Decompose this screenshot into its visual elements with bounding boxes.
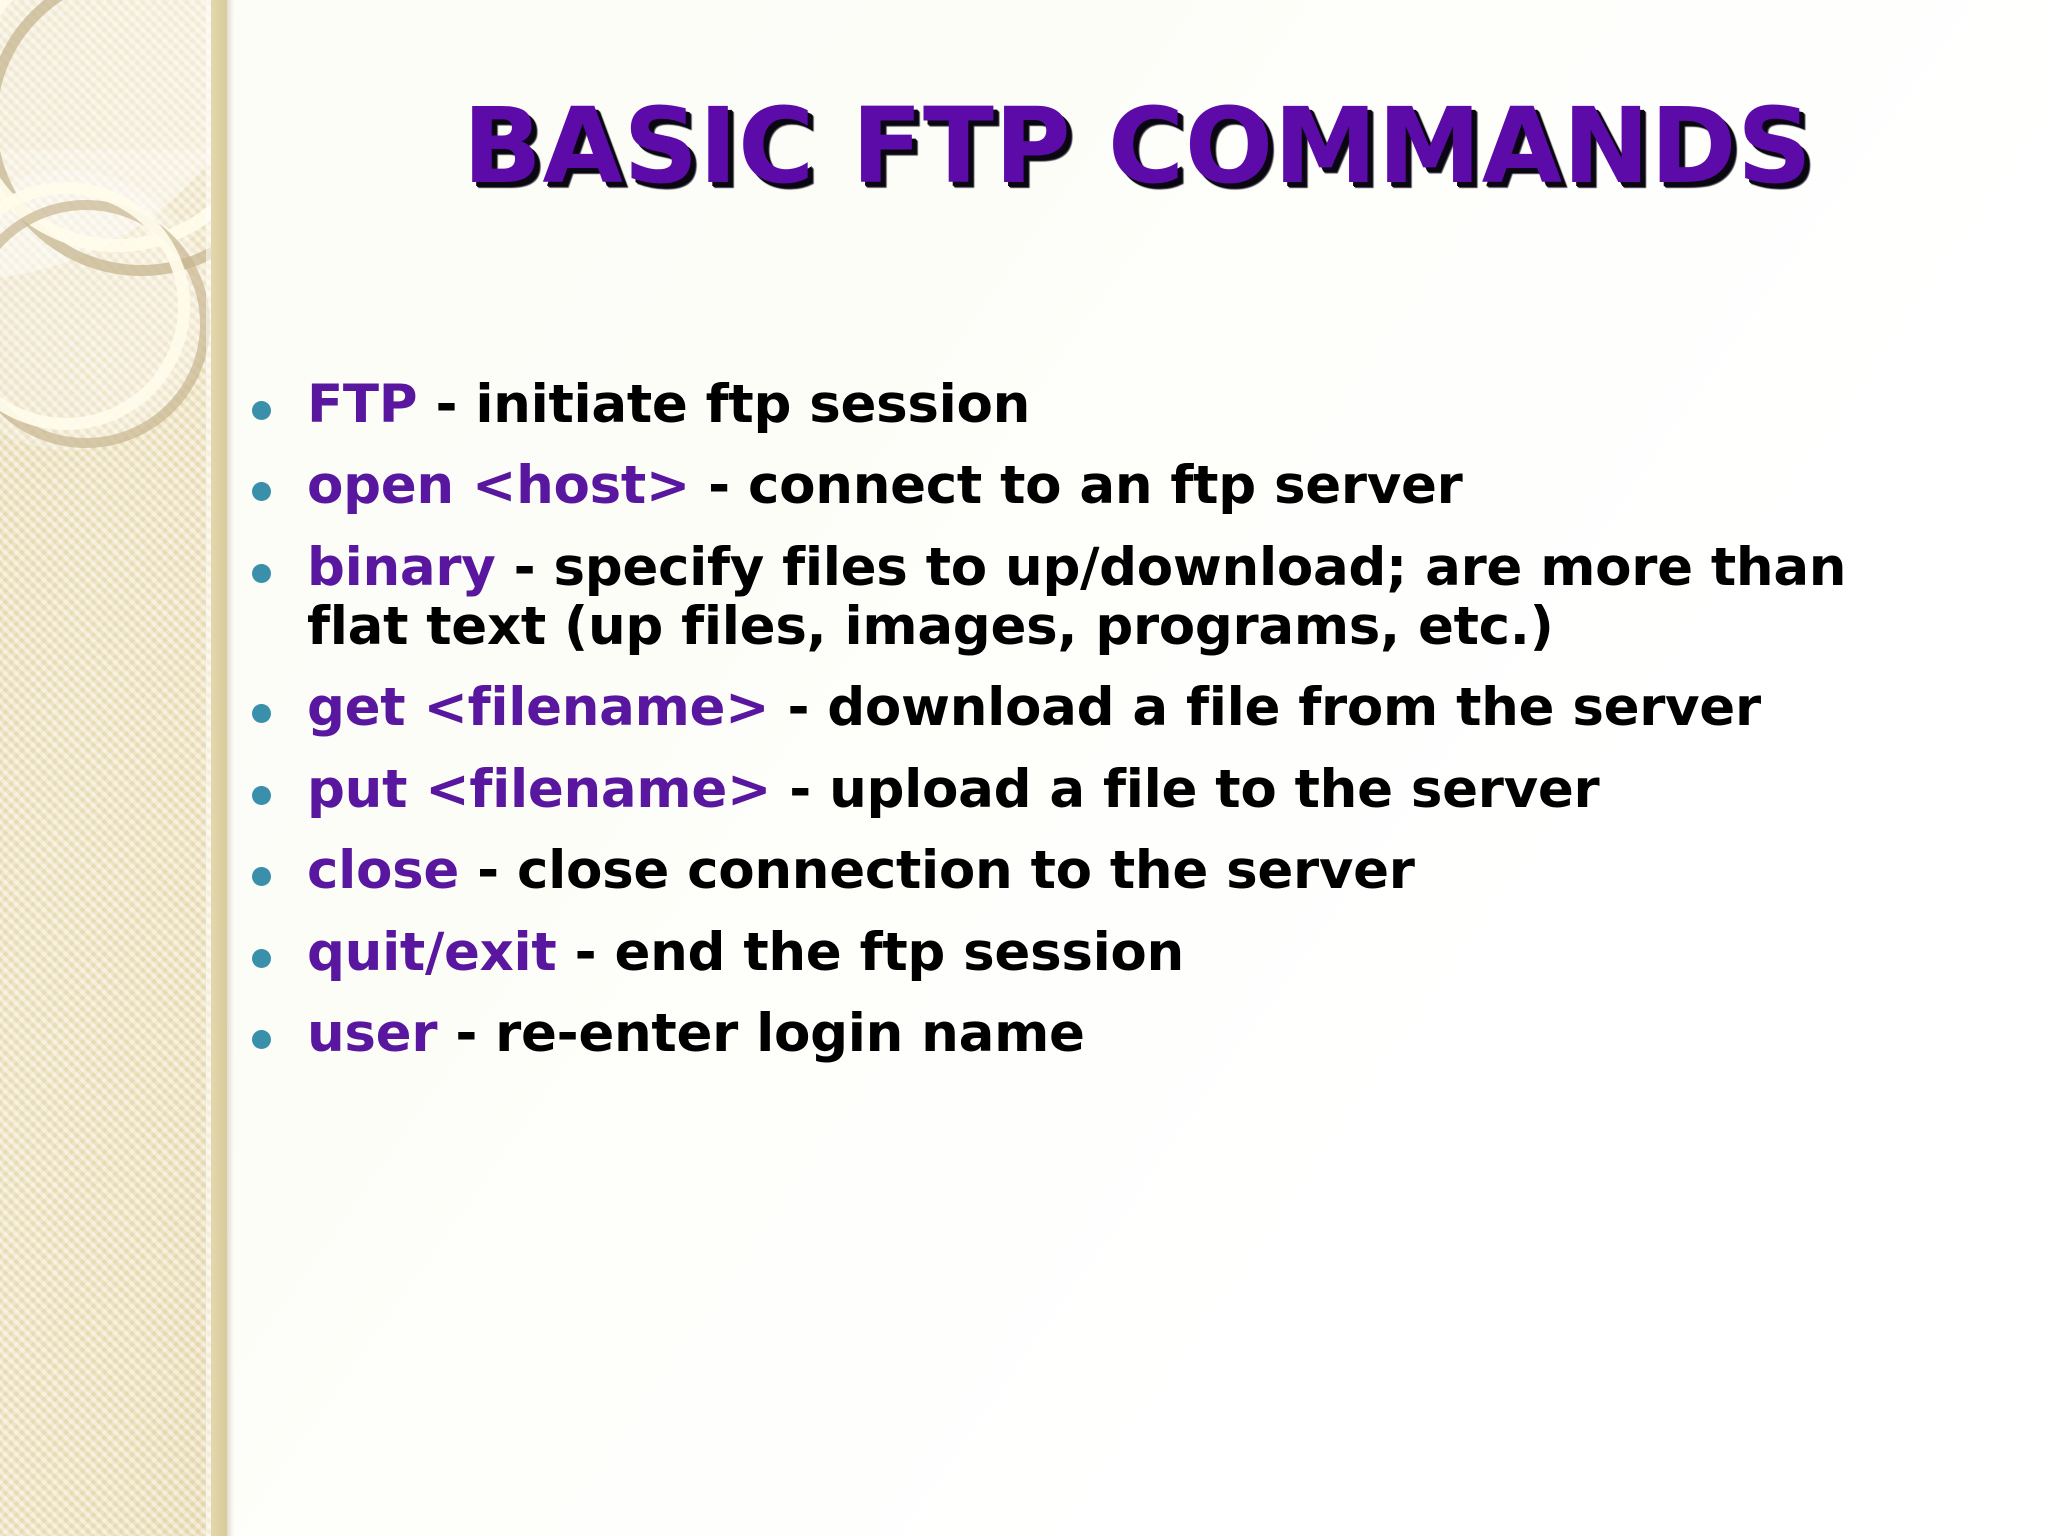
bullet-text: open <host> - connect to an ftp server: [307, 456, 1922, 515]
bullet-list: FTP - initiate ftp session open <host> -…: [252, 375, 1922, 1085]
bullet-dot-icon: [252, 867, 271, 887]
list-item: get <filename> - download a file from th…: [252, 678, 1922, 738]
command-term: get <filename>: [307, 677, 770, 739]
bullet-text: binary - specify files to up/download; a…: [307, 536, 1922, 658]
bullet-text: put <filename> - upload a file to the se…: [307, 760, 1922, 819]
command-description: - end the ftp session: [556, 921, 1185, 983]
bullet-dot-icon: [252, 401, 271, 420]
command-description: - close connection to the server: [459, 840, 1415, 902]
bullet-text: close - close connection to the server: [307, 841, 1922, 900]
slide-title: BASIC FTP COMMANDS: [462, 85, 1813, 207]
command-term: user: [307, 1002, 438, 1064]
command-term: open <host>: [307, 455, 691, 517]
bullet-text: FTP - initiate ftp session: [307, 375, 1922, 434]
bullet-dot-icon: [252, 482, 271, 502]
bullet-dot-icon: [252, 948, 271, 968]
list-item: quit/exit - end the ftp session: [252, 921, 1922, 983]
sidebar-edge-highlight: [206, 0, 211, 1536]
sidebar-edge-strip: [211, 0, 227, 1536]
bullet-text: user - re-enter login name: [307, 1004, 1922, 1063]
bullet-dot-icon: [252, 1029, 271, 1049]
command-description: - re-enter login name: [437, 1002, 1085, 1064]
command-description: - specify files to up/download; are more…: [307, 536, 1847, 658]
list-item: user - re-enter login name: [252, 1004, 1922, 1063]
bullet-text: get <filename> - download a file from th…: [307, 678, 1922, 737]
command-description: - download a file from the server: [769, 677, 1761, 739]
command-description: - upload a file to the server: [771, 758, 1600, 820]
command-description: - initiate ftp session: [417, 374, 1031, 435]
list-item: close - close connection to the server: [252, 841, 1922, 900]
command-term: binary: [307, 536, 496, 598]
list-item: binary - specify files to up/download; a…: [252, 536, 1922, 658]
command-term: put <filename>: [307, 758, 772, 820]
bullet-dot-icon: [252, 785, 271, 805]
command-term: FTP: [307, 374, 418, 435]
decorative-sidebar: [0, 0, 227, 1536]
command-term: close: [307, 840, 459, 902]
bullet-dot-icon: [252, 704, 271, 724]
command-description: - connect to an ftp server: [690, 455, 1463, 517]
sidebar-drop-shadow: [227, 0, 234, 1536]
bullet-dot-icon: [252, 563, 271, 583]
list-item: put <filename> - upload a file to the se…: [252, 760, 1922, 819]
command-term: quit/exit: [307, 921, 557, 983]
list-item: open <host> - connect to an ftp server: [252, 456, 1922, 516]
list-item: FTP - initiate ftp session: [252, 375, 1922, 434]
bullet-text: quit/exit - end the ftp session: [307, 921, 1922, 983]
